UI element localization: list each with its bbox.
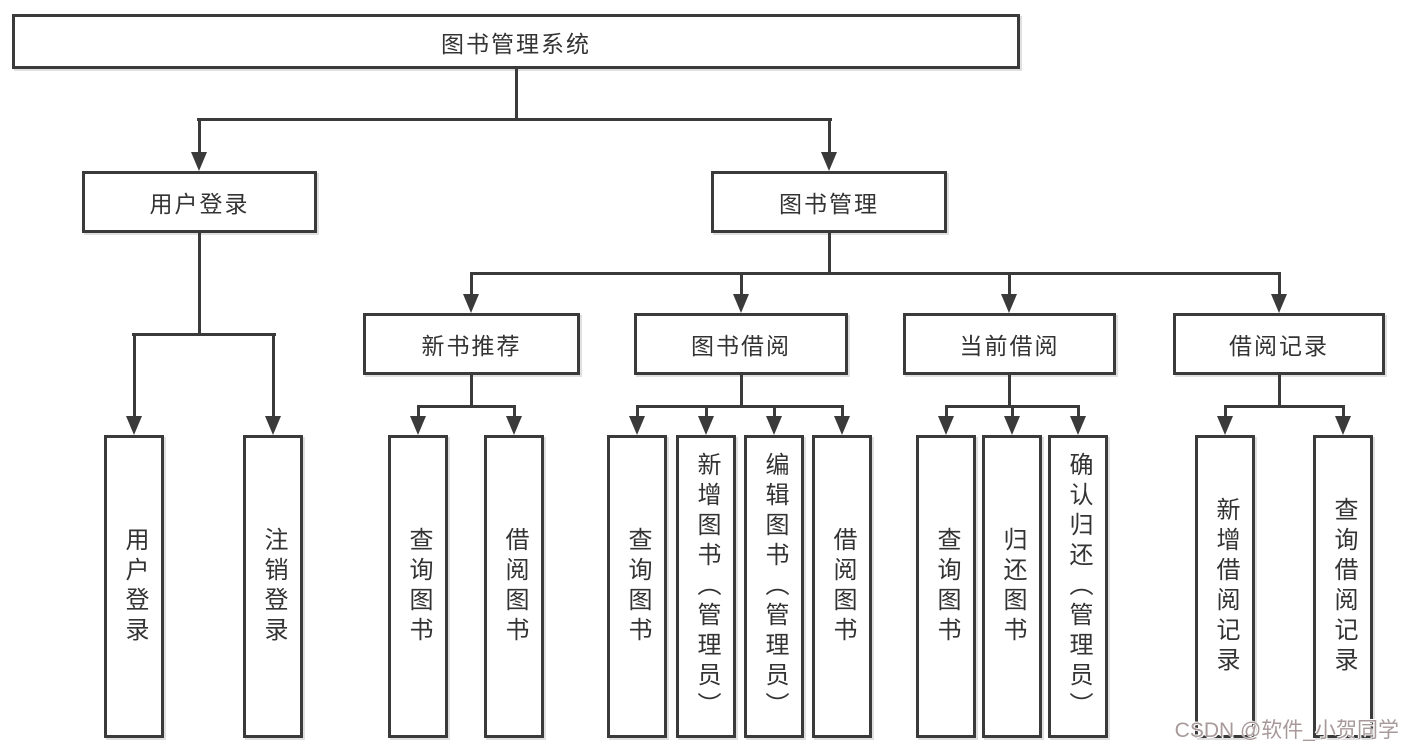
- leaf-newbooks-borrow-books-label: 借阅图书: [501, 526, 528, 647]
- arrowhead-to-new-books: [463, 294, 479, 313]
- leaf-borrowing-query-books-label: 查询图书: [624, 526, 651, 647]
- connector-borrow-records-rail: [1224, 405, 1344, 408]
- node-root-label: 图书管理系统: [441, 30, 591, 57]
- connector-leaf-drop: [841, 405, 844, 416]
- csdn-watermark: CSDN @软件_小贺同学: [1174, 719, 1399, 742]
- arrowhead-to-borrow-records: [1271, 294, 1287, 313]
- connector-to-leaf-user-login: [133, 333, 136, 416]
- node-root: 图书管理系统: [12, 14, 1020, 69]
- connector-to-current-borrowing: [1008, 272, 1011, 294]
- connector-book-borrowing-rail: [636, 405, 843, 408]
- leaf-borrowing-query-books: 查询图书: [607, 435, 667, 738]
- leaf-newbooks-query-books-label: 查询图书: [405, 526, 432, 647]
- leaf-user-login-label: 用户登录: [121, 526, 148, 647]
- connector-borrow-records-stem: [1278, 375, 1281, 405]
- arrowhead-to-leaf-user-login: [126, 416, 142, 435]
- leaf-current-confirm-return-admin: 确认归还（管理员）: [1048, 435, 1108, 738]
- connector-leaf-drop: [1342, 405, 1345, 416]
- leaf-borrowing-edit-books-admin-label: 编辑图书（管理员）: [761, 451, 788, 722]
- connector-level1-rail: [197, 118, 832, 121]
- arrowhead-leaf: [506, 416, 522, 435]
- connector-user-rail: [132, 333, 276, 336]
- arrowhead-leaf: [629, 416, 645, 435]
- leaf-records-add-record-label: 新增借阅记录: [1212, 496, 1239, 677]
- connector-leaf-drop: [1077, 405, 1080, 416]
- connector-leaf-drop: [945, 405, 948, 416]
- connector-user-stem: [198, 233, 201, 333]
- leaf-records-add-record: 新增借阅记录: [1195, 435, 1255, 738]
- connector-new-books-rail: [417, 405, 516, 408]
- leaf-borrowing-borrow-books: 借阅图书: [812, 435, 872, 738]
- arrowhead-leaf: [938, 416, 954, 435]
- leaf-borrowing-edit-books-admin: 编辑图书（管理员）: [744, 435, 804, 738]
- leaf-records-query-record-label: 查询借阅记录: [1330, 496, 1357, 677]
- node-borrow-records: 借阅记录: [1173, 313, 1385, 375]
- arrowhead-to-user-login: [191, 152, 207, 171]
- leaf-logout: 注销登录: [243, 435, 303, 738]
- node-new-books-label: 新书推荐: [421, 333, 522, 359]
- connector-leaf-drop: [636, 405, 639, 416]
- node-user-login-group-label: 用户登录: [149, 191, 250, 217]
- node-new-books: 新书推荐: [363, 313, 580, 375]
- node-book-management: 图书管理: [711, 171, 947, 233]
- connector-leaf-drop: [417, 405, 420, 416]
- connector-book-borrowing-stem: [740, 375, 743, 405]
- arrowhead-leaf: [766, 416, 782, 435]
- arrowhead-leaf: [1335, 416, 1351, 435]
- arrowhead-to-current-borrowing: [1001, 294, 1017, 313]
- connector-root-stem: [515, 69, 518, 118]
- connector-leaf-drop: [1224, 405, 1227, 416]
- node-book-borrowing-label: 图书借阅: [691, 333, 791, 359]
- arrowhead-leaf: [698, 416, 714, 435]
- leaf-logout-label: 注销登录: [260, 526, 287, 647]
- leaf-borrowing-add-books-admin-label: 新增图书（管理员）: [693, 451, 720, 722]
- arrowhead-to-book-borrowing: [733, 294, 749, 313]
- arrowhead-leaf: [834, 416, 850, 435]
- node-user-login-group: 用户登录: [82, 171, 317, 233]
- connector-leaf-drop: [1011, 405, 1014, 416]
- connector-to-borrow-records: [1278, 272, 1281, 294]
- connector-current-borrowing-stem: [1008, 375, 1011, 405]
- node-current-borrowing-label: 当前借阅: [959, 333, 1060, 359]
- arrowhead-leaf: [410, 416, 426, 435]
- leaf-newbooks-borrow-books: 借阅图书: [484, 435, 544, 738]
- leaf-current-return-books: 归还图书: [982, 435, 1042, 738]
- connector-to-new-books: [470, 272, 473, 294]
- node-book-borrowing: 图书借阅: [634, 313, 848, 375]
- connector-to-leaf-logout: [272, 333, 275, 416]
- connector-to-user-login: [198, 118, 201, 152]
- node-borrow-records-label: 借阅记录: [1229, 333, 1329, 359]
- connector-leaf-drop: [513, 405, 516, 416]
- connector-new-books-stem: [470, 375, 473, 405]
- arrowhead-to-book-management: [821, 152, 837, 171]
- arrowhead-to-leaf-logout: [265, 416, 281, 435]
- arrowhead-leaf: [1070, 416, 1086, 435]
- leaf-current-return-books-label: 归还图书: [999, 526, 1026, 647]
- connector-management-stem: [828, 233, 831, 272]
- leaf-current-query-books-label: 查询图书: [933, 526, 960, 647]
- leaf-newbooks-query-books: 查询图书: [388, 435, 448, 738]
- connector-leaf-drop: [705, 405, 708, 416]
- leaf-current-query-books: 查询图书: [916, 435, 976, 738]
- leaf-current-confirm-return-admin-label: 确认归还（管理员）: [1065, 451, 1092, 722]
- arrowhead-leaf: [1004, 416, 1020, 435]
- leaf-borrowing-add-books-admin: 新增图书（管理员）: [676, 435, 736, 738]
- node-current-borrowing: 当前借阅: [903, 313, 1116, 375]
- leaf-user-login: 用户登录: [104, 435, 164, 738]
- arrowhead-leaf: [1217, 416, 1233, 435]
- leaf-borrowing-borrow-books-label: 借阅图书: [829, 526, 856, 647]
- connector-management-rail: [470, 272, 1280, 275]
- connector-leaf-drop: [773, 405, 776, 416]
- node-book-management-label: 图书管理: [779, 191, 879, 217]
- connector-to-book-management: [828, 118, 831, 152]
- connector-to-book-borrowing: [740, 272, 743, 294]
- leaf-records-query-record: 查询借阅记录: [1313, 435, 1373, 738]
